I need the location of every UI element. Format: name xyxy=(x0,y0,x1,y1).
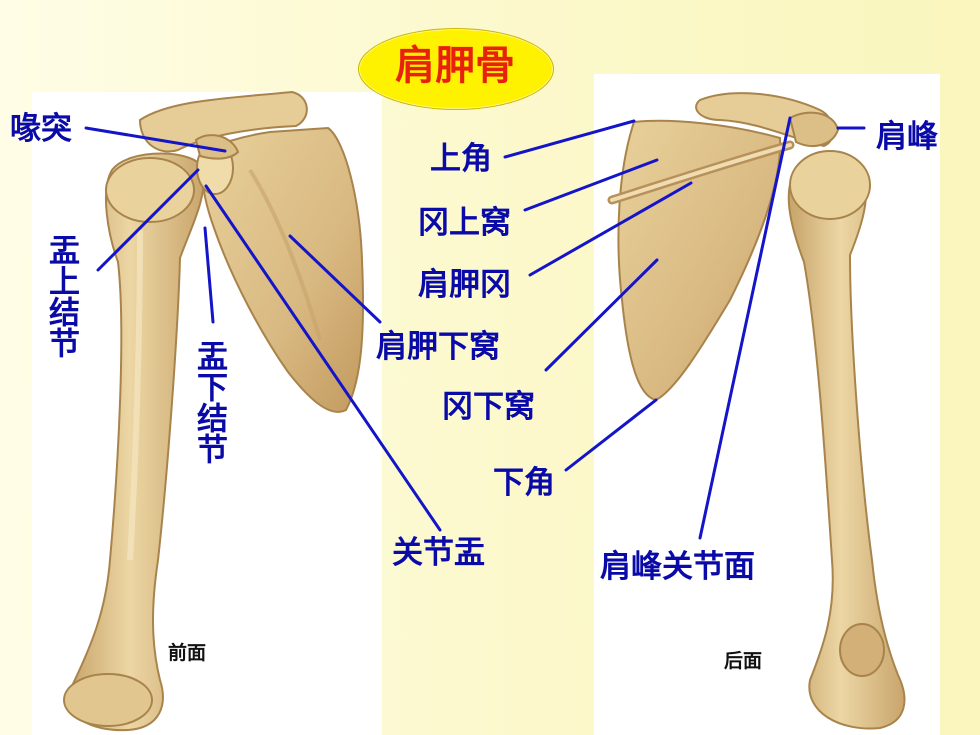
back-humerus xyxy=(787,150,906,730)
label-supraglenoid: 盂上结节 xyxy=(43,234,79,358)
leader-lines xyxy=(84,116,866,540)
view-caption-front: 前面 xyxy=(168,642,207,664)
leader-inferior-angle xyxy=(564,398,658,472)
label-infraspinous-fossa: 冈下窝 xyxy=(442,389,535,425)
page-title: 肩胛骨 xyxy=(395,43,515,89)
leader-infraspinous-fossa xyxy=(544,258,659,372)
title-badge xyxy=(358,28,554,110)
front-scapula xyxy=(138,90,365,413)
leader-glenoid-cavity xyxy=(204,184,442,532)
leader-spine xyxy=(528,181,693,277)
view-caption-back: 后面 xyxy=(724,650,763,672)
label-subscapular-fossa: 肩胛下窝 xyxy=(376,329,500,365)
leader-supraglenoid xyxy=(96,168,200,272)
leader-superior-angle xyxy=(503,119,636,159)
label-supraspinous-fossa: 冈上窝 xyxy=(418,205,511,241)
front-humerus xyxy=(63,152,206,732)
leader-acromial-facet xyxy=(698,116,792,540)
label-infraglenoid: 盂下结节 xyxy=(191,340,227,464)
label-acromion: 肩峰 xyxy=(876,119,938,155)
label-inferior-angle: 下角 xyxy=(493,465,555,501)
label-spine: 肩胛冈 xyxy=(418,267,511,303)
leader-coracoid xyxy=(84,126,227,153)
label-acromial-facet: 肩峰关节面 xyxy=(600,549,755,585)
leader-subscapular-fossa xyxy=(288,234,382,324)
leader-infraglenoid xyxy=(203,226,215,324)
label-glenoid-cavity: 关节盂 xyxy=(392,535,485,571)
leader-supraspinous-fossa xyxy=(523,158,659,212)
back-scapula xyxy=(607,92,840,402)
label-coracoid: 喙突 xyxy=(10,111,72,147)
label-superior-angle: 上角 xyxy=(430,141,492,177)
